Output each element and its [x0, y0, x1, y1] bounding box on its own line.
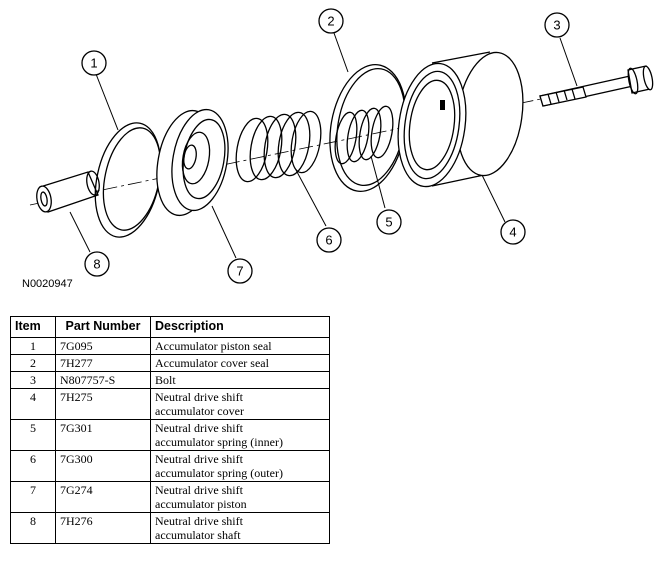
part-number-cell: 7G095 — [55, 337, 151, 355]
table-row: 7 7G274 Neutral drive shift accumulator … — [10, 481, 330, 513]
item-cell: 8 — [10, 512, 56, 544]
part-number-cell: N807757-S — [55, 371, 151, 389]
callout-label-8: 8 — [93, 257, 100, 272]
figure-id: N0020947 — [22, 278, 73, 290]
description-cell: Bolt — [150, 371, 330, 389]
callout-label-7: 7 — [236, 264, 243, 279]
description-cell: Neutral drive shift accumulator cover — [150, 388, 330, 420]
table-row: 6 7G300 Neutral drive shift accumulator … — [10, 450, 330, 482]
description-cell: Neutral drive shift accumulator spring (… — [150, 450, 330, 482]
callout-circle-5 — [376, 209, 402, 235]
table-row: 1 7G095 Accumulator piston seal — [10, 337, 330, 355]
callout-label-5: 5 — [385, 215, 392, 230]
callout-label-1: 1 — [90, 56, 97, 71]
part-number-cell: 7G301 — [55, 419, 151, 451]
description-cell: Neutral drive shift accumulator shaft — [150, 512, 330, 544]
callout-label-3: 3 — [553, 18, 560, 33]
callout-label-6: 6 — [325, 233, 332, 248]
callout-circle-4 — [500, 219, 526, 245]
item-cell: 2 — [10, 354, 56, 372]
table-row: 3 N807757-S Bolt — [10, 371, 330, 389]
callout-circle-2 — [318, 8, 344, 34]
callout-circle-8 — [84, 251, 110, 277]
table-row: 2 7H277 Accumulator cover seal — [10, 354, 330, 372]
table-row: 8 7H276 Neutral drive shift accumulator … — [10, 512, 330, 544]
accumulator-cover-part — [397, 51, 524, 188]
description-cell: Neutral drive shift accumulator piston — [150, 481, 330, 513]
accumulator-shaft-part — [36, 170, 100, 213]
item-cell: 4 — [10, 388, 56, 420]
column-header-part-number: Part Number — [55, 316, 151, 338]
item-cell: 3 — [10, 371, 56, 389]
callout-circle-1 — [81, 50, 107, 76]
accumulator-piston-part — [156, 108, 229, 217]
item-cell: 6 — [10, 450, 56, 482]
column-header-description: Description — [150, 316, 330, 338]
description-cell: Neutral drive shift accumulator spring (… — [150, 419, 330, 451]
outer-spring-part — [235, 110, 322, 183]
table-row: 5 7G301 Neutral drive shift accumulator … — [10, 419, 330, 451]
table-header-row: Item Part Number Description — [10, 316, 330, 338]
description-cell: Accumulator piston seal — [150, 337, 330, 355]
column-header-item: Item — [10, 316, 56, 338]
exploded-parts-diagram: 1 2 3 4 5 6 7 8 — [29, 8, 654, 284]
part-number-cell: 7G300 — [55, 450, 151, 482]
item-cell: 1 — [10, 337, 56, 355]
inner-spring-part — [334, 105, 394, 165]
callout-circle-3 — [544, 12, 570, 38]
table-row: 4 7H275 Neutral drive shift accumulator … — [10, 388, 330, 420]
part-number-cell: 7H277 — [55, 354, 151, 372]
part-number-cell: 7G274 — [55, 481, 151, 513]
parts-table: Item Part Number Description 1 7G095 Acc… — [10, 316, 330, 544]
callout-label-2: 2 — [327, 14, 334, 29]
bolt-part — [539, 65, 654, 107]
item-cell: 5 — [10, 419, 56, 451]
callout-circle-6 — [316, 227, 342, 253]
callout-label-4: 4 — [509, 225, 516, 240]
description-cell: Accumulator cover seal — [150, 354, 330, 372]
part-number-cell: 7H276 — [55, 512, 151, 544]
callout-circle-7 — [227, 258, 253, 284]
item-cell: 7 — [10, 481, 56, 513]
part-number-cell: 7H275 — [55, 388, 151, 420]
